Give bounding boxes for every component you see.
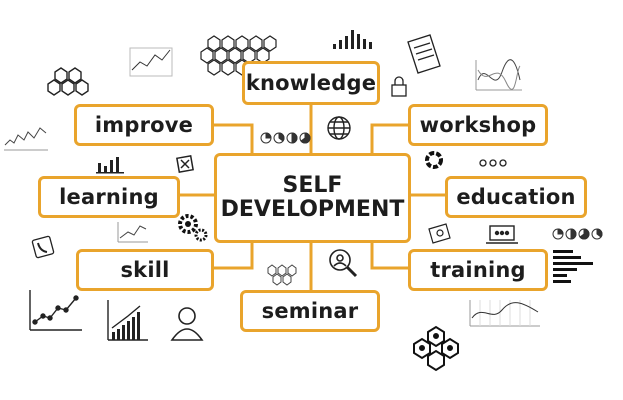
center-node: SELF DEVELOPMENT <box>214 153 411 243</box>
connector-workshop <box>370 123 408 153</box>
dots-icon <box>479 159 507 167</box>
mail-icon <box>428 223 451 244</box>
loading-ring-icon <box>425 151 443 169</box>
connector-lines <box>180 103 445 290</box>
line-chart-icon <box>129 47 173 77</box>
bar-chart-icon <box>333 30 372 49</box>
node-learning-label: learning <box>59 185 159 209</box>
center-title-line2: DEVELOPMENT <box>220 197 405 222</box>
area-chart-icon <box>469 300 540 327</box>
pie-charts-icon <box>260 132 311 144</box>
hexagon-cluster-icon <box>200 35 277 76</box>
node-workshop-label: workshop <box>419 113 537 137</box>
magnifier-icon <box>329 249 358 278</box>
connector-improve <box>214 123 254 153</box>
pie-charts-right-icon <box>552 228 603 240</box>
node-learning: learning <box>38 176 180 218</box>
node-education: education <box>445 176 587 218</box>
node-knowledge: knowledge <box>242 61 380 105</box>
bar-growth-chart-icon <box>107 300 148 341</box>
node-seminar: seminar <box>240 290 380 332</box>
node-skill-label: skill <box>120 258 170 282</box>
node-workshop: workshop <box>408 104 548 146</box>
trend-chart-icon <box>117 222 148 243</box>
phone-icon <box>31 235 55 259</box>
node-seminar-label: seminar <box>261 299 359 323</box>
node-training: training <box>408 249 548 291</box>
node-improve-label: improve <box>94 113 194 137</box>
user-icon <box>170 307 204 341</box>
growth-chart-icon <box>29 290 82 331</box>
honeycomb-icon <box>47 67 89 96</box>
node-training-label: training <box>430 258 526 282</box>
globe-icon <box>327 116 351 140</box>
mini-bar-chart-icon <box>96 157 124 174</box>
gears-icon <box>178 214 208 242</box>
network-icon <box>413 325 459 372</box>
network-hex-icon <box>267 264 297 286</box>
center-title-line1: SELF <box>282 173 343 198</box>
horizontal-bars-icon <box>553 250 593 283</box>
node-knowledge-label: knowledge <box>245 71 377 95</box>
node-education-label: education <box>456 185 576 209</box>
padlock-icon <box>391 76 407 97</box>
document-icon <box>407 34 441 74</box>
connector-skill <box>214 243 254 270</box>
connector-training <box>370 243 408 270</box>
node-skill: skill <box>76 249 214 291</box>
laptop-icon <box>486 225 518 244</box>
close-icon <box>176 155 194 173</box>
pulse-chart-icon <box>4 127 48 151</box>
node-improve: improve <box>74 104 214 146</box>
wave-chart-icon <box>475 59 522 91</box>
